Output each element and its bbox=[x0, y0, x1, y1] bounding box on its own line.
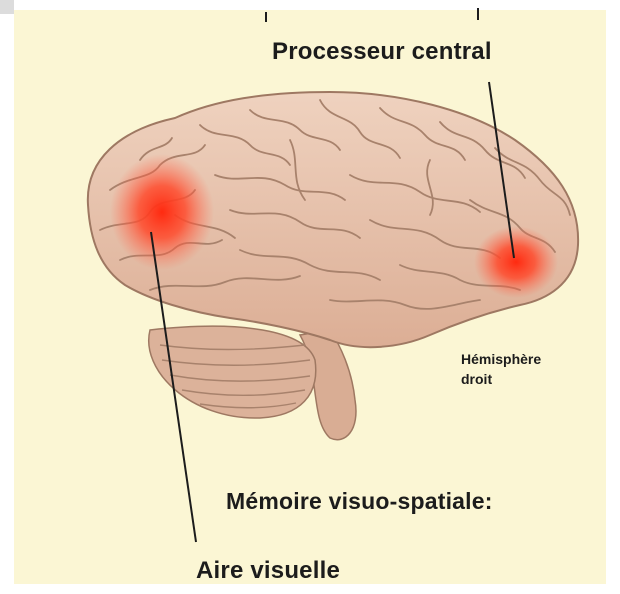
label-hemisphere: Hémisphère bbox=[461, 350, 541, 368]
activation-spot-central bbox=[474, 226, 558, 298]
label-central-processor: Processeur central bbox=[272, 38, 492, 66]
activation-spot-visual bbox=[110, 154, 214, 270]
label-visuospatial-memory: Mémoire visuo-spatiale: bbox=[226, 488, 493, 515]
label-visual-area: Aire visuelle bbox=[196, 557, 340, 585]
label-hemisphere-side: droit bbox=[461, 370, 492, 388]
